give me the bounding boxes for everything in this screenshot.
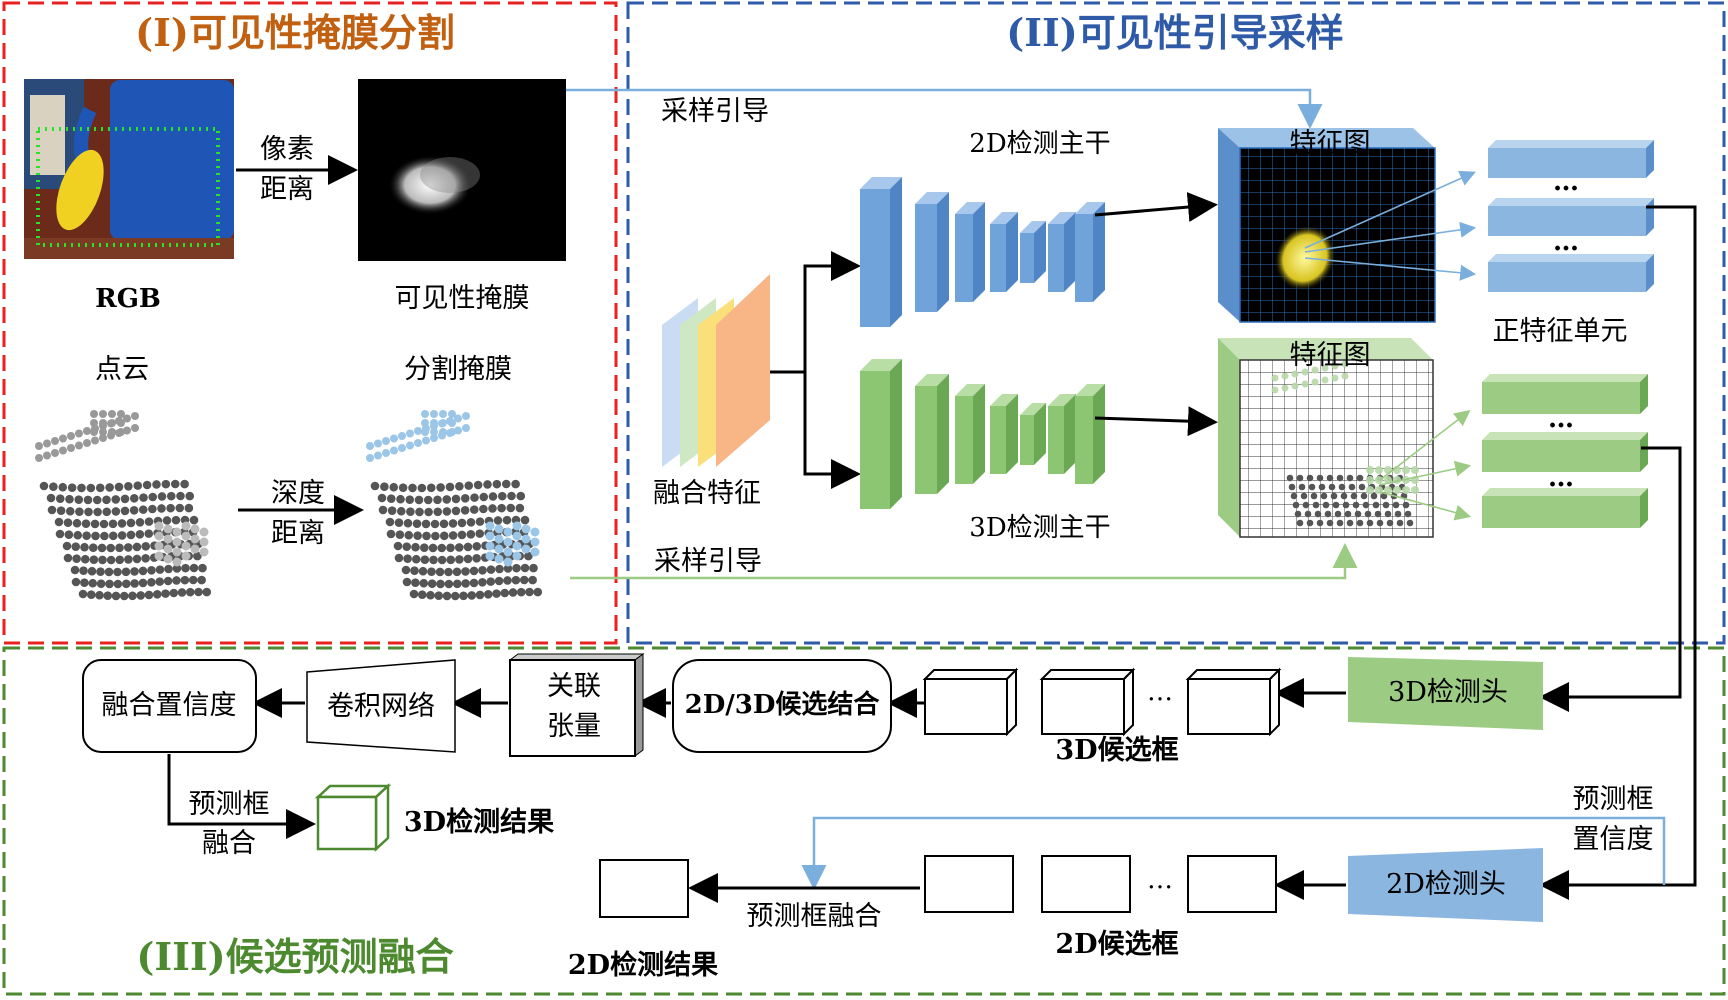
head-2d-label: 2D检测头 bbox=[1386, 869, 1506, 900]
pred-conf-label-2: 置信度 bbox=[1573, 824, 1654, 855]
candidate-2d-boxes bbox=[924, 855, 1277, 913]
pos-feature-label: 正特征单元 bbox=[1493, 316, 1628, 347]
backbone-3d-blocks bbox=[860, 359, 1105, 509]
visibility-mask-image bbox=[358, 79, 566, 261]
cand3d-ellipsis: … bbox=[1147, 677, 1173, 707]
conv-network-shape bbox=[306, 659, 456, 753]
rgb-image bbox=[24, 79, 234, 259]
ellipsis-b1: … bbox=[1553, 167, 1579, 197]
cand2d-ellipsis: … bbox=[1147, 865, 1173, 895]
result-2d-label: 2D检测结果 bbox=[568, 949, 718, 981]
feature-map-label-2d: 特征图 bbox=[1290, 128, 1371, 159]
ellipsis-g1: … bbox=[1548, 404, 1574, 434]
rgb-label: RGB bbox=[95, 284, 161, 314]
fusion-conf-label: 融合置信度 bbox=[102, 690, 237, 721]
candidate-3d-boxes bbox=[922, 667, 1282, 737]
cand2d-label: 2D候选框 bbox=[1055, 929, 1178, 960]
assoc-label-2: 张量 bbox=[547, 711, 601, 742]
ellipsis-b2: … bbox=[1553, 227, 1579, 257]
vis-mask-label: 可见性掩膜 bbox=[395, 283, 530, 314]
sample-guide-label-top: 采样引导 bbox=[661, 96, 769, 127]
positive-feature-units bbox=[1482, 140, 1654, 528]
sample-guide-green-line bbox=[570, 543, 1358, 580]
connector-3d-head bbox=[1539, 446, 1682, 712]
pred-box-merge-label: 预测框融合 bbox=[747, 901, 882, 932]
combine-box bbox=[672, 659, 892, 753]
point-cloud-image bbox=[35, 410, 212, 601]
head-3d-label: 3D检测头 bbox=[1388, 677, 1508, 708]
pred-box-label: 预测框 bbox=[189, 789, 270, 820]
head-3d-shape bbox=[1348, 657, 1543, 730]
head-2d-shape bbox=[1348, 848, 1543, 922]
fused-feature-label: 融合特征 bbox=[653, 478, 761, 509]
depth-label: 深度 bbox=[271, 478, 325, 509]
section-2-title: (II)可见性引导采样 bbox=[1006, 10, 1344, 55]
result-3d-cube bbox=[314, 783, 392, 852]
distance-label-1: 距离 bbox=[260, 174, 314, 205]
feature-map-label-3d: 特征图 bbox=[1290, 340, 1371, 371]
ellipsis-g2: … bbox=[1548, 463, 1574, 493]
cand3d-label: 3D候选框 bbox=[1055, 735, 1178, 766]
branch-line-2 bbox=[803, 372, 861, 489]
section-1-title: (I)可见性掩膜分割 bbox=[135, 10, 455, 55]
pred-conf-label-1: 预测框 bbox=[1573, 784, 1654, 815]
segmentation-mask-image bbox=[366, 410, 543, 601]
section-3-title: (III)候选预测融合 bbox=[136, 934, 453, 979]
backbone-3d-label: 3D检测主干 bbox=[969, 513, 1110, 543]
pixel-label: 像素 bbox=[260, 134, 314, 165]
feature-map-3d bbox=[1218, 338, 1434, 538]
section-2-box bbox=[626, 1, 1726, 645]
arrow-to-featmap-2d bbox=[1094, 192, 1218, 222]
section-1-box bbox=[2, 1, 618, 645]
combine-label: 2D/3D候选结合 bbox=[685, 689, 881, 720]
assoc-tensor-box bbox=[508, 653, 645, 757]
sampling-rays-blue bbox=[1304, 170, 1477, 281]
backbone-2d-label: 2D检测主干 bbox=[969, 129, 1110, 159]
distance-label-2: 距离 bbox=[271, 518, 325, 549]
arrow-to-featmap-3d bbox=[1094, 406, 1218, 437]
arrow-fusion-result bbox=[167, 754, 316, 839]
seg-mask-label: 分割掩膜 bbox=[404, 354, 512, 385]
pred-conf-line bbox=[801, 816, 1666, 890]
sampling-rays-green bbox=[1379, 410, 1472, 521]
assoc-label-1: 关联 bbox=[547, 671, 601, 702]
merge-label: 融合 bbox=[202, 828, 256, 859]
sample-guide-blue-line bbox=[566, 88, 1323, 129]
point-cloud-label: 点云 bbox=[95, 354, 149, 385]
connector-2d-head bbox=[1539, 205, 1697, 900]
fused-feature-stack bbox=[662, 274, 770, 467]
conv-label: 卷积网络 bbox=[327, 691, 435, 722]
result-3d-label: 3D检测结果 bbox=[404, 806, 554, 838]
backbone-2d-blocks bbox=[860, 177, 1105, 327]
fusion-conf-box bbox=[82, 659, 257, 753]
branch-line bbox=[770, 251, 861, 374]
result-2d-box bbox=[599, 859, 689, 918]
sample-guide-label-bottom: 采样引导 bbox=[654, 546, 762, 577]
